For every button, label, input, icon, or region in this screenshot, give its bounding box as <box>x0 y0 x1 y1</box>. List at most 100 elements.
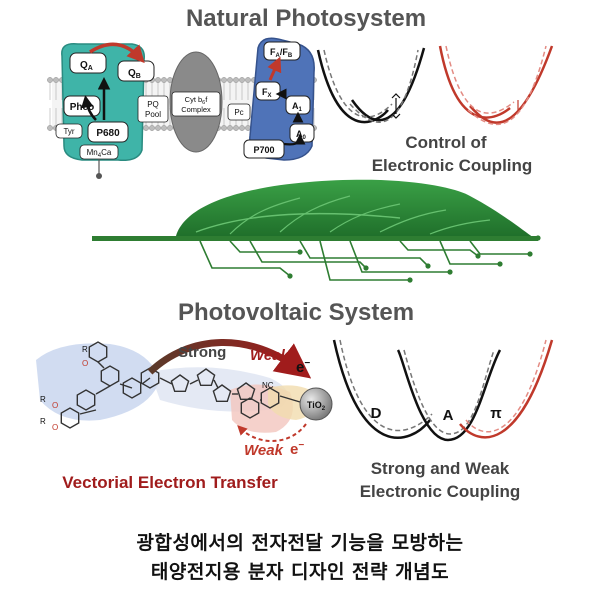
title-photovoltaic-system: Photovoltaic System <box>178 299 414 326</box>
lipid-head <box>239 77 245 83</box>
pq-label: PQ <box>147 100 159 109</box>
donor-label: D <box>371 405 382 422</box>
benzene-ring <box>240 397 260 419</box>
circuit-node <box>407 277 413 283</box>
molecular-bond <box>279 395 301 403</box>
circuit-trace <box>229 240 300 253</box>
circuit-node <box>497 261 503 267</box>
circuit-trace <box>319 240 410 281</box>
r-label-1: R <box>82 345 88 354</box>
molecular-bond <box>141 377 151 385</box>
top-curves-black <box>316 47 426 124</box>
a1-sub: 1 <box>299 107 303 113</box>
lipid-head <box>161 77 167 83</box>
dye-molecule: R O R O R O NC TiO2 <box>36 341 333 433</box>
p700-label: P700 <box>253 145 274 155</box>
benzene-ring <box>260 387 280 409</box>
svg-text:Mn4Ca: Mn4Ca <box>87 148 112 159</box>
molecular-bond <box>95 385 111 395</box>
circuit-node <box>425 263 431 269</box>
lipid-head <box>245 77 251 83</box>
o-label-3: O <box>52 423 58 432</box>
lipid-head <box>149 125 155 131</box>
svg-text:FA/FB: FA/FB <box>270 47 293 59</box>
circuit-node <box>297 249 303 255</box>
circuit-trace <box>199 240 291 277</box>
molecular-bond <box>119 383 133 389</box>
circuit-node <box>447 269 453 275</box>
circuit-node <box>363 265 369 271</box>
tio2-sub: 2 <box>322 406 326 412</box>
svg-text:QA: QA <box>80 60 93 72</box>
acceptor-label: A <box>443 407 454 424</box>
lipid-head <box>143 125 149 131</box>
top-curves-red <box>438 45 554 126</box>
benzene-ring <box>140 367 160 389</box>
cyt-label: Cyt b <box>185 95 203 104</box>
o-label-1: O <box>82 359 88 368</box>
circuit-node <box>287 273 293 279</box>
lipid-head <box>53 77 59 83</box>
circuit-trace <box>469 240 530 255</box>
r-label-2: R <box>40 395 46 404</box>
benzene-ring <box>60 407 80 429</box>
cyt-rest: f <box>205 95 208 104</box>
qb-label: Q <box>128 68 136 79</box>
fx-label: F <box>262 87 268 97</box>
molecular-bond <box>159 377 173 385</box>
molecular-bond <box>79 409 97 415</box>
qb-sub: B <box>136 73 141 80</box>
svg-text:Cyt b6f: Cyt b6f <box>185 95 209 106</box>
qa-label: Q <box>80 60 88 71</box>
circuit-trace <box>349 240 450 273</box>
fx-sub: X <box>268 93 272 99</box>
fa-sub: A <box>276 53 281 59</box>
pc-label: Pc <box>234 108 243 117</box>
lipid-head <box>47 125 53 131</box>
strong-weak-coupling-line2: Electronic Coupling <box>360 482 521 501</box>
lipid-head <box>221 125 227 131</box>
lipid-head <box>233 125 239 131</box>
lipid-head <box>161 125 167 131</box>
nc-label: NC <box>262 381 274 390</box>
pq-pool: PQ Pool <box>137 95 169 123</box>
r-label-3: R <box>40 417 46 426</box>
plastocyanin: Pc <box>227 103 251 121</box>
pi-label: π <box>490 405 502 422</box>
photosystem-i: FA/FB FX A1 A0 P700 <box>243 37 315 161</box>
lipid-head <box>167 125 173 131</box>
fb-sep: /F <box>280 47 289 57</box>
lipid-head <box>227 125 233 131</box>
svg-text:TiO2: TiO2 <box>307 400 326 412</box>
electron-bottom-label: e− <box>290 440 304 458</box>
thiophene-ring <box>236 382 256 400</box>
svg-text:QB: QB <box>128 68 141 80</box>
mn-label: Mn <box>87 148 98 157</box>
lipid-head <box>239 125 245 131</box>
leaf-illustration <box>92 179 541 283</box>
circuit-trace <box>399 240 479 257</box>
lipid-head <box>155 77 161 83</box>
mn-sub: 4 <box>98 153 102 159</box>
p680-label: P680 <box>96 128 120 139</box>
circuit-node <box>527 251 533 257</box>
cytochrome-complex: Cyt b6f Complex <box>169 51 223 153</box>
caption-line-2: 태양전지용 분자 디자인 전략 개념도 <box>150 561 450 583</box>
svg-text:A1: A1 <box>292 101 303 113</box>
thiophene-ring <box>196 368 216 386</box>
strong-label: Strong <box>178 344 226 361</box>
e-top-minus: − <box>304 358 310 369</box>
lipid-head <box>233 77 239 83</box>
tio2-label: TiO <box>307 400 322 410</box>
circuit-trace <box>299 240 429 267</box>
molecular-bond <box>213 379 219 389</box>
electron-transfer-arc: Strong Weak e− Weak e− <box>147 339 312 459</box>
circuit-trace <box>249 240 367 269</box>
qa-sub: A <box>88 65 93 72</box>
fb-sub: B <box>288 53 293 59</box>
tyr-label: Tyr <box>63 127 74 136</box>
control-coupling-line2: Electronic Coupling <box>372 156 533 175</box>
strong-weak-coupling-line1: Strong and Weak <box>371 459 510 478</box>
vectorial-electron-transfer: Vectorial Electron Transfer <box>62 473 278 492</box>
